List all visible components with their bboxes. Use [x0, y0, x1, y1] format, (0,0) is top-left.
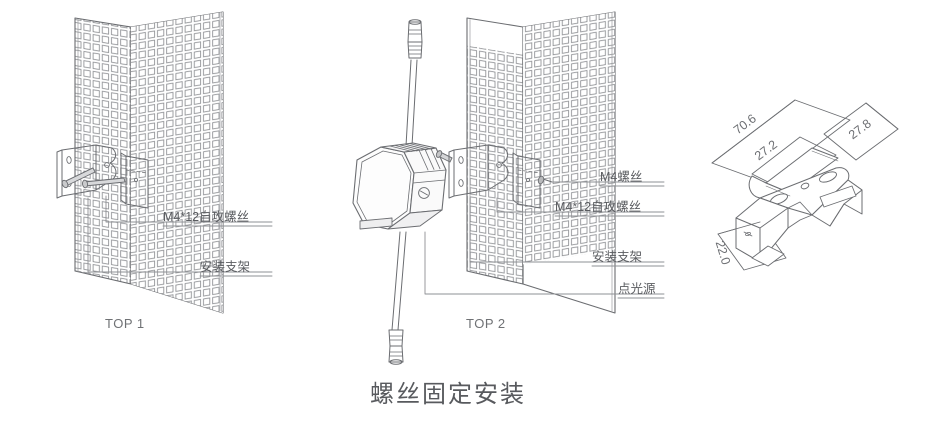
perforated-panel-right	[466, 11, 616, 314]
callout-left-tapping-screw: M4*12自攻螺丝	[163, 210, 250, 224]
screw-right-installed	[537, 175, 553, 185]
screw-left-lower	[82, 177, 126, 189]
cable-bottom	[388, 231, 407, 365]
bracket-3d-body	[735, 147, 863, 267]
callout-left-bracket: 安装支架	[200, 260, 251, 274]
perforated-panel-left	[74, 11, 224, 314]
callout-right-bracket: 安装支架	[592, 250, 643, 264]
leader-lines-right	[424, 181, 665, 295]
figure-title: 螺丝固定安装	[370, 381, 526, 408]
view-top1-artwork	[56, 11, 273, 314]
point-light-source	[352, 19, 453, 365]
callout-right-m4-screw: M4螺丝	[600, 170, 643, 184]
caption-top2: TOP 2	[466, 316, 506, 331]
bracket-dimensioned-view	[711, 99, 899, 271]
mounting-bracket-right	[448, 144, 553, 209]
cable-top	[404, 19, 423, 164]
view-top2-artwork	[424, 11, 665, 314]
lamp-housing	[352, 142, 447, 230]
callout-right-light-source: 点光源	[618, 282, 656, 296]
leader-lines-left	[87, 195, 273, 273]
callout-right-tapping-screw: M4*12自攻螺丝	[555, 200, 642, 214]
caption-top1: TOP 1	[105, 316, 145, 331]
screw-left-upper	[61, 167, 96, 189]
dimension-arrows	[711, 99, 899, 235]
mounting-bracket-left	[56, 144, 149, 209]
